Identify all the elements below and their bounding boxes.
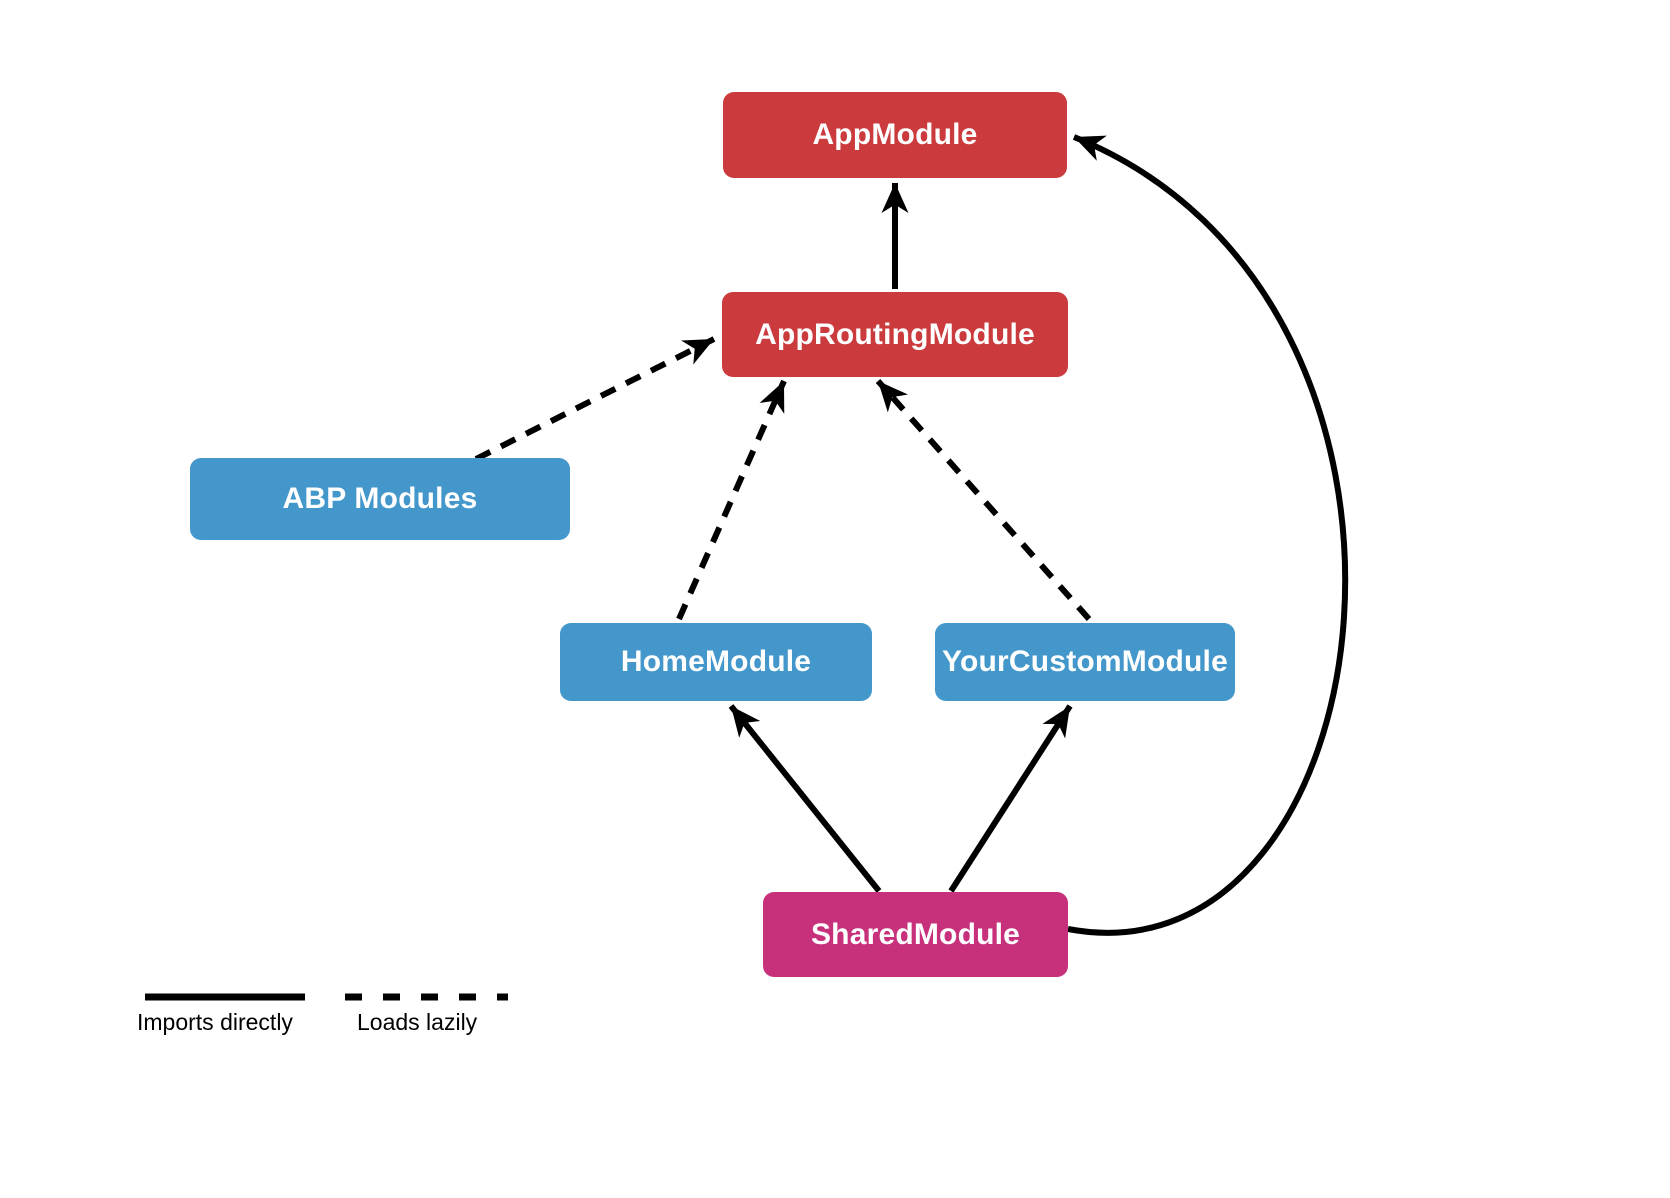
node-homemodule: HomeModule [560,623,872,701]
legend-dashed-label: Loads lazily [357,1009,478,1035]
node-approutingmodule: AppRoutingModule [722,292,1068,377]
node-sharedmodule: SharedModule [763,892,1068,977]
node-homemodule-label: HomeModule [620,645,812,678]
node-appmodule-label: AppModule [812,118,978,151]
node-yourcustommodule-label: YourCustomModule [942,645,1228,678]
node-appmodule: AppModule [723,92,1067,178]
edge-sharedmodule-homemodule [728,704,882,893]
edge-sharedmodule-appmodule [1067,134,1349,936]
node-abpmodules-label: ABP Modules [282,482,478,515]
edge-yourcustommodule-approutingmodule [875,379,1092,621]
legend-solid-label: Imports directly [137,1009,293,1035]
edge-sharedmodule-yourcustommodule [948,704,1073,893]
node-sharedmodule-label: SharedModule [810,917,1021,951]
node-approutingmodule-label: AppRoutingModule [755,317,1035,351]
node-abpmodules: ABP Modules [190,458,570,540]
edge-homemodule-approutingmodule [676,379,787,621]
edge-abpmodules-approutingmodule [474,336,716,462]
node-yourcustommodule: YourCustomModule [935,623,1235,701]
